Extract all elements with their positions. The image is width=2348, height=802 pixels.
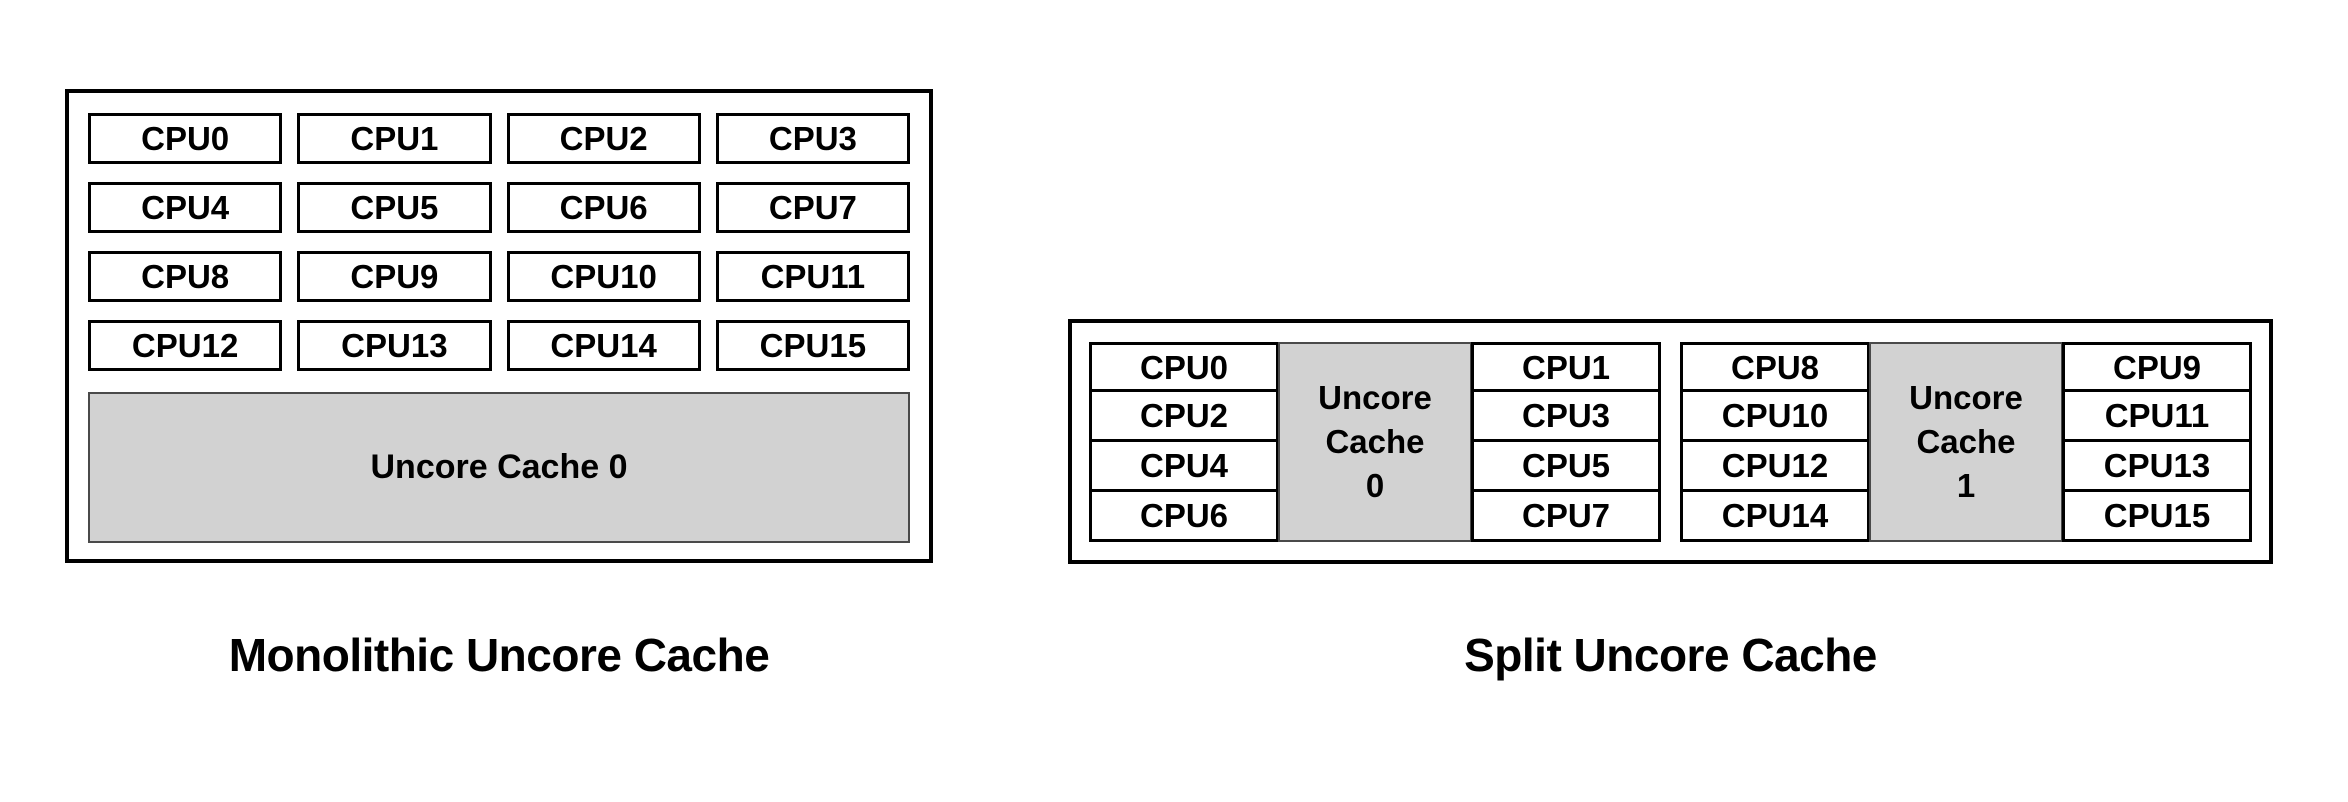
monolithic-caption: Monolithic Uncore Cache	[228, 629, 770, 681]
uncore-cache-label-line: Cache	[1916, 423, 2016, 460]
cpu-box: CPU6	[1089, 489, 1279, 542]
cpu-box: CPU9	[297, 251, 492, 302]
cpu-box: CPU10	[506, 251, 701, 302]
cpu-box: CPU11	[2062, 389, 2252, 442]
uncore-cache-1-box: Uncore Cache 1	[1869, 342, 2063, 542]
cpu-box: CPU1	[297, 113, 492, 164]
cpu-box: CPU3	[715, 113, 910, 164]
cpu-box: CPU8	[1680, 342, 1870, 392]
cpu-box: CPU2	[1089, 389, 1279, 442]
cpu-box: CPU13	[2062, 439, 2252, 492]
uncore-cache-label-line: 1	[1956, 467, 1976, 504]
cache-cluster-1: CPU8 CPU10 CPU12 CPU14 Uncore Cache 1 CP…	[1680, 342, 2252, 560]
cpu-box: CPU7	[1471, 489, 1661, 542]
cpu-box: CPU3	[1471, 389, 1661, 442]
cpu-box: CPU4	[1089, 439, 1279, 492]
cpu-box: CPU12	[1680, 439, 1870, 492]
uncore-cache-label-line: Uncore	[1909, 379, 2023, 416]
cpu-box: CPU14	[1680, 489, 1870, 542]
cpu-box: CPU0	[88, 113, 283, 164]
cpu-box: CPU9	[2062, 342, 2252, 392]
cpu-box: CPU5	[1471, 439, 1661, 492]
cpu-box: CPU15	[2062, 489, 2252, 542]
uncore-cache-label: Uncore Cache 0	[1318, 376, 1432, 508]
uncore-cache-label-line: Cache	[1325, 423, 1425, 460]
uncore-cache-0-box: Uncore Cache 0	[88, 392, 910, 543]
cache-cluster-0: CPU0 CPU2 CPU4 CPU6 Uncore Cache 0 CPU1 …	[1089, 342, 1661, 560]
split-package-box: CPU0 CPU2 CPU4 CPU6 Uncore Cache 0 CPU1 …	[1068, 319, 2273, 564]
cpu-box: CPU12	[88, 320, 283, 371]
monolithic-package-box: CPU0 CPU1 CPU2 CPU3 CPU4 CPU5 CPU6 CPU7 …	[65, 89, 933, 563]
cpu-box: CPU6	[506, 182, 701, 233]
cpu-box: CPU0	[1089, 342, 1279, 392]
cpu-box: CPU7	[715, 182, 910, 233]
split-caption: Split Uncore Cache	[1464, 629, 1877, 681]
monolithic-cpu-grid: CPU0 CPU1 CPU2 CPU3 CPU4 CPU5 CPU6 CPU7 …	[88, 113, 910, 371]
uncore-cache-0-box: Uncore Cache 0	[1278, 342, 1472, 542]
cpu-box: CPU4	[88, 182, 283, 233]
cpu-box: CPU8	[88, 251, 283, 302]
cpu-box: CPU5	[297, 182, 492, 233]
cpu-box: CPU1	[1471, 342, 1661, 392]
uncore-cache-label-line: 0	[1365, 467, 1385, 504]
uncore-cache-label-line: Uncore	[1318, 379, 1432, 416]
cpu-box: CPU13	[297, 320, 492, 371]
cpu-box: CPU14	[506, 320, 701, 371]
cpu-box: CPU11	[715, 251, 910, 302]
cpu-box: CPU2	[506, 113, 701, 164]
uncore-cache-label: Uncore Cache 1	[1909, 376, 2023, 508]
cpu-box: CPU10	[1680, 389, 1870, 442]
cpu-box: CPU15	[715, 320, 910, 371]
